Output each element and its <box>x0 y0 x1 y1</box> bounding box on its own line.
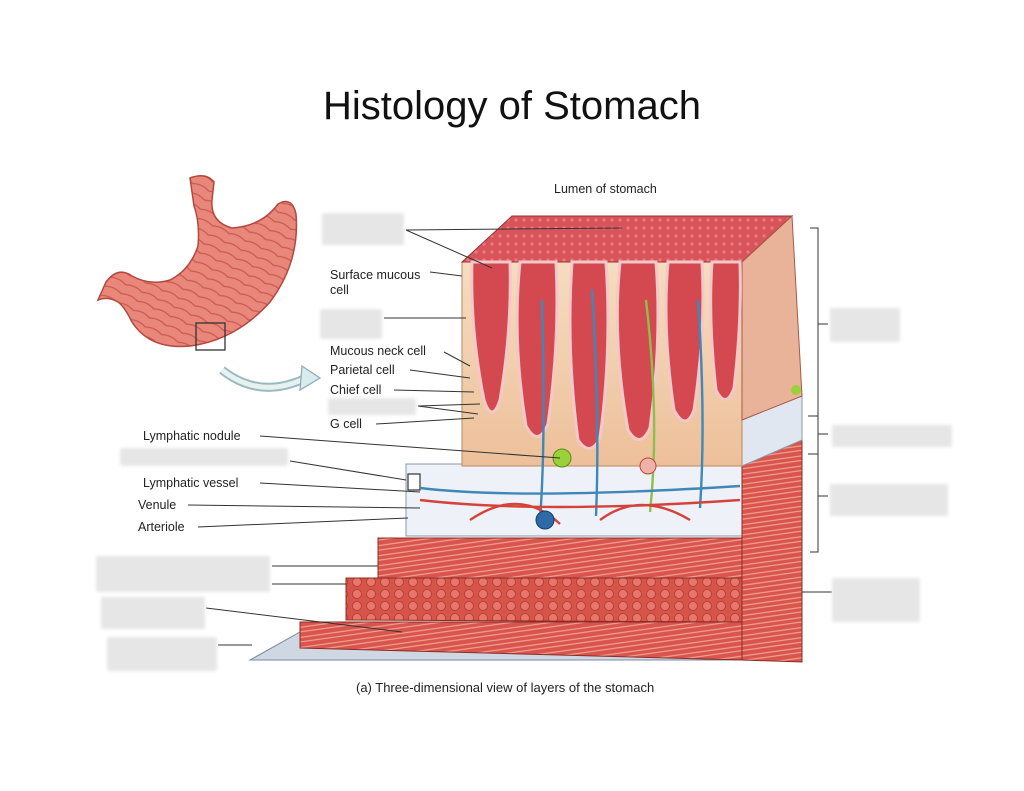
label-blank-11 <box>832 578 920 622</box>
arrow-icon <box>299 364 322 392</box>
lumen-label: Lumen of stomach <box>554 182 657 196</box>
label-blank-7 <box>107 637 217 671</box>
diagram-caption: (a) Three-dimensional view of layers of … <box>356 680 655 695</box>
label-blank-2 <box>320 309 382 339</box>
whole-stomach-illustration <box>96 175 322 392</box>
label-blank-8 <box>830 308 900 342</box>
lymphatic-nodule-label: Lymphatic nodule <box>143 429 241 443</box>
surface-mucous-cell-label: Surface mucous <box>330 268 421 282</box>
surface-mucous-cell-label-line2: cell <box>330 283 349 297</box>
slide-title: Histology of Stomach <box>323 84 701 128</box>
parietal-cell-label: Parietal cell <box>330 363 395 377</box>
label-blank-4 <box>120 448 288 466</box>
label-blank-6 <box>101 597 205 629</box>
mucous-neck-cell-label: Mucous neck cell <box>330 344 426 358</box>
label-blank-1 <box>322 213 404 245</box>
lymphatic-vessel-label: Lymphatic vessel <box>143 476 239 490</box>
lymphatic-nodule-mark <box>552 448 572 468</box>
leader-lines <box>187 227 832 646</box>
chief-cell-label: Chief cell <box>330 383 382 397</box>
venule-label: Venule <box>138 498 177 512</box>
label-blank-9 <box>832 425 952 447</box>
label-blank-3 <box>328 398 416 415</box>
label-blank-10 <box>830 484 948 516</box>
arteriole-label: Arteriole <box>138 520 185 534</box>
g-cell-label: G cell <box>330 417 362 431</box>
stomach-wall-block <box>248 214 803 663</box>
magnified-region-box <box>195 322 226 351</box>
label-blank-5 <box>96 556 270 592</box>
